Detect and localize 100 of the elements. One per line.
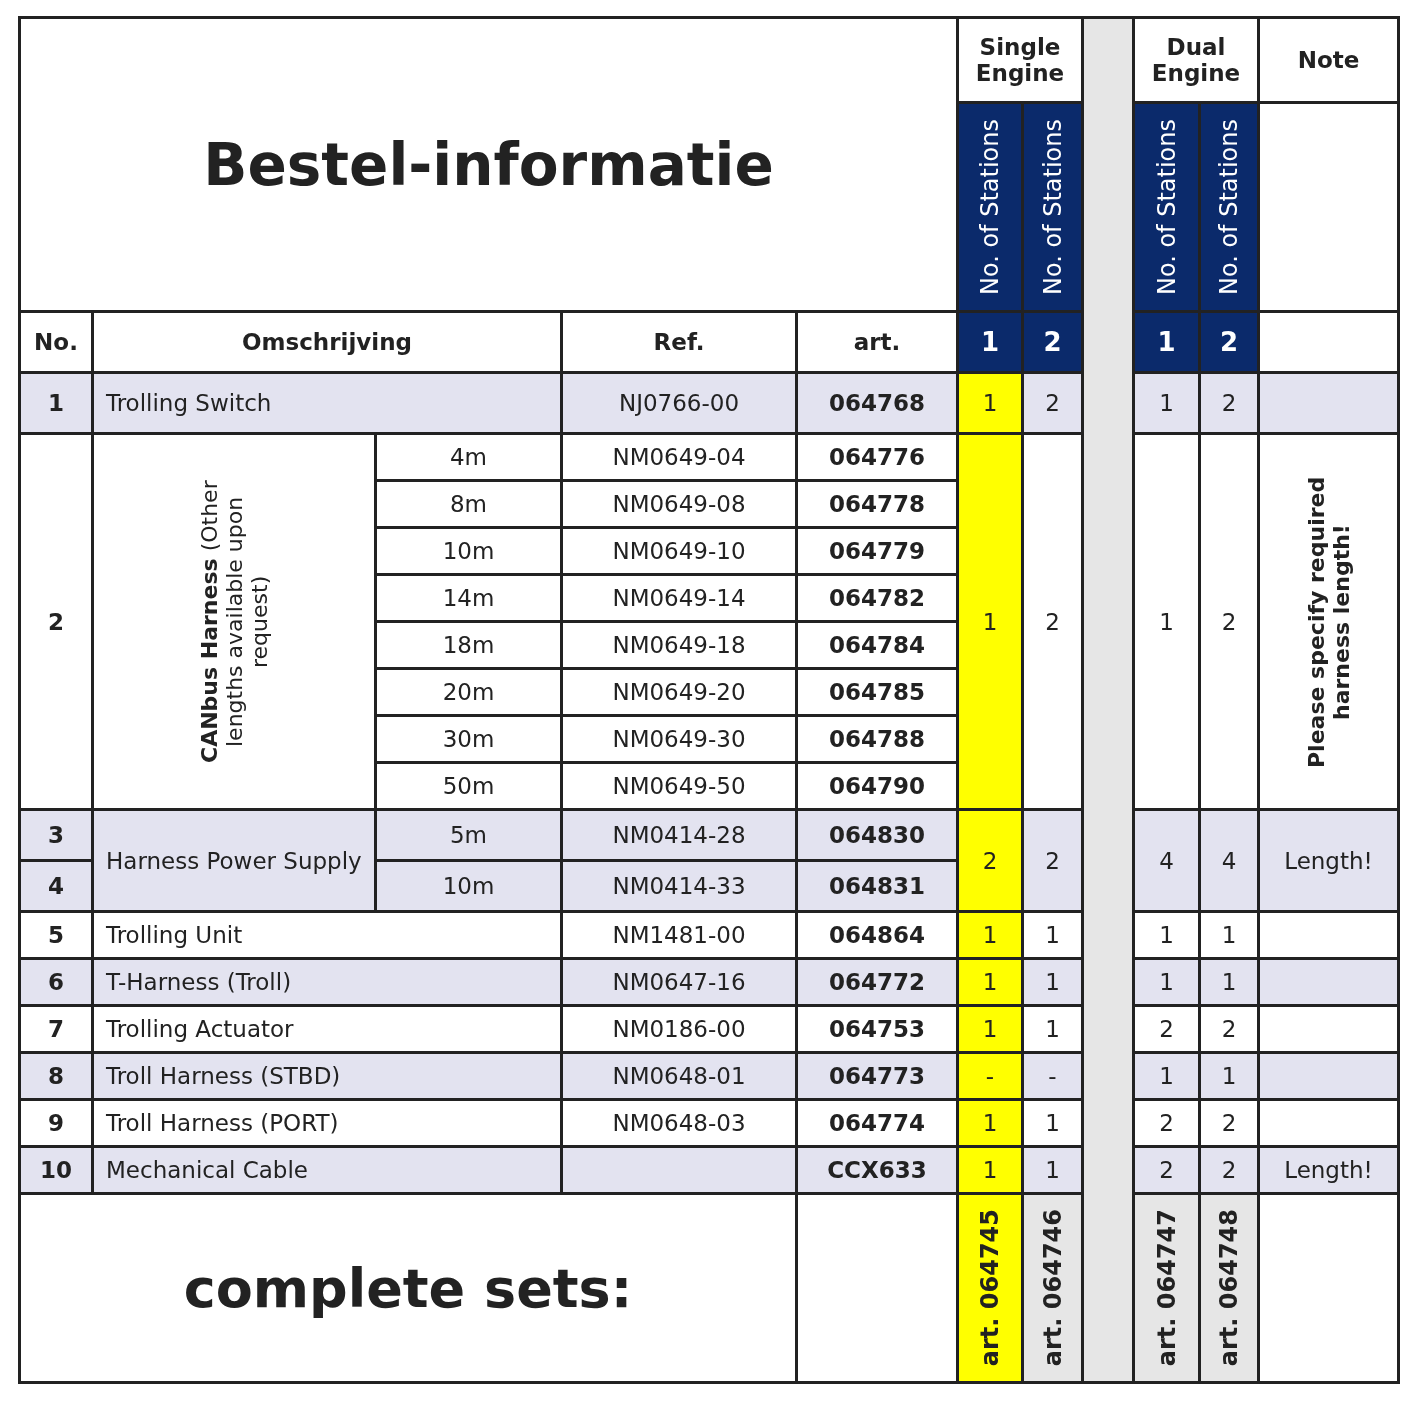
quantity: 1 — [1135, 960, 1198, 1004]
cable-length: 14m — [377, 576, 560, 620]
cable-length: 10m — [377, 862, 560, 910]
quantity: 1 — [1201, 913, 1257, 957]
article-number: 064830 — [798, 811, 956, 859]
quantity: 1 — [959, 1148, 1021, 1192]
reference-code: NJ0766-00 — [563, 374, 795, 432]
cable-length: 20m — [377, 670, 560, 714]
reference-code: NM0649-18 — [563, 623, 795, 667]
article-number: 064779 — [798, 529, 956, 573]
article-number: 064864 — [798, 913, 956, 957]
row-number: 3 — [21, 811, 91, 859]
reference-code: NM0649-14 — [563, 576, 795, 620]
row-number: 6 — [21, 960, 91, 1004]
column-header: art. — [798, 313, 956, 371]
column-header: Single Engine — [959, 19, 1081, 101]
quantity: 2 — [959, 811, 1021, 910]
reference-code: NM0414-33 — [563, 862, 795, 910]
quantity: 2 — [1201, 1148, 1257, 1192]
column-header: No. of Stations — [1215, 118, 1243, 296]
row-number: 9 — [21, 1101, 91, 1145]
quantity: - — [959, 1054, 1021, 1098]
quantity: 1 — [1024, 1007, 1081, 1051]
quantity: 2 — [1201, 374, 1257, 432]
reference-code: NM0648-01 — [563, 1054, 795, 1098]
article-number: 064772 — [798, 960, 956, 1004]
row-number: 8 — [21, 1054, 91, 1098]
article-number: 064774 — [798, 1101, 956, 1145]
quantity: 1 — [1201, 960, 1257, 1004]
row-number: 4 — [21, 862, 91, 910]
reference-code: NM0649-50 — [563, 764, 795, 808]
article-number: 064773 — [798, 1054, 956, 1098]
column-header: Dual Engine — [1135, 19, 1257, 101]
item-description: Harness Power Supply — [94, 811, 374, 910]
item-description: Trolling Switch — [94, 374, 560, 432]
reference-code: NM0648-03 — [563, 1101, 795, 1145]
set-article-number: art. 064745 — [976, 1209, 1004, 1367]
column-header: Note — [1260, 19, 1397, 101]
quantity: 2 — [1201, 1007, 1257, 1051]
item-description: T-Harness (Troll) — [94, 960, 560, 1004]
reference-code: NM0647-16 — [563, 960, 795, 1004]
quantity: 1 — [959, 374, 1021, 432]
set-article-number: art. 064746 — [1038, 1209, 1067, 1367]
column-header: No. of Stations — [1038, 118, 1067, 296]
note-text: Length! — [1260, 1148, 1397, 1192]
column-header: 1 — [1135, 313, 1198, 371]
quantity: 1 — [959, 1007, 1021, 1051]
article-number: 064788 — [798, 717, 956, 761]
reference-code: NM0649-08 — [563, 482, 795, 526]
quantity: 4 — [1201, 811, 1257, 910]
cable-length: 10m — [377, 529, 560, 573]
reference-code: NM0414-28 — [563, 811, 795, 859]
quantity: 2 — [1024, 435, 1081, 808]
quantity: 1 — [959, 913, 1021, 957]
column-header: No. of Stations — [976, 118, 1004, 296]
cable-length: 50m — [377, 764, 560, 808]
reference-code: NM1481-00 — [563, 913, 795, 957]
quantity: 1 — [959, 960, 1021, 1004]
article-number: 064784 — [798, 623, 956, 667]
item-description: Trolling Actuator — [94, 1007, 560, 1051]
reference-code: NM0649-10 — [563, 529, 795, 573]
footer-heading: complete sets: — [21, 1195, 795, 1381]
item-description: Mechanical Cable — [94, 1148, 560, 1192]
reference-code: NM0649-30 — [563, 717, 795, 761]
article-number: 064778 — [798, 482, 956, 526]
quantity: 1 — [1024, 1101, 1081, 1145]
reference-code: NM0649-20 — [563, 670, 795, 714]
cable-length: 4m — [377, 435, 560, 479]
article-number: 064776 — [798, 435, 956, 479]
column-header: 2 — [1024, 313, 1081, 371]
column-header: Ref. — [563, 313, 795, 371]
row-number: 2 — [21, 435, 91, 808]
quantity: 1 — [959, 1101, 1021, 1145]
quantity: 1 — [959, 435, 1021, 808]
row-number: 7 — [21, 1007, 91, 1051]
quantity: 2 — [1201, 1101, 1257, 1145]
column-header: No. — [21, 313, 91, 371]
cable-length: 8m — [377, 482, 560, 526]
quantity: 2 — [1201, 435, 1257, 808]
quantity: 2 — [1135, 1101, 1198, 1145]
reference-code: NM0186-00 — [563, 1007, 795, 1051]
note-text: Please specify required harness length! — [1303, 474, 1354, 770]
row-number: 1 — [21, 374, 91, 432]
title: Bestel-informatie — [21, 19, 956, 310]
quantity: - — [1024, 1054, 1081, 1098]
quantity: 4 — [1135, 811, 1198, 910]
set-article-number: art. 064748 — [1215, 1209, 1243, 1367]
quantity: 1 — [1135, 913, 1198, 957]
item-description: Troll Harness (PORT) — [94, 1101, 560, 1145]
article-number: 064790 — [798, 764, 956, 808]
quantity: 2 — [1135, 1148, 1198, 1192]
article-number: CCX633 — [798, 1148, 956, 1192]
quantity: 2 — [1135, 1007, 1198, 1051]
row-number: 5 — [21, 913, 91, 957]
quantity: 1 — [1201, 1054, 1257, 1098]
column-header: Omschrijving — [94, 313, 560, 371]
quantity: 1 — [1024, 960, 1081, 1004]
set-article-number: art. 064747 — [1152, 1209, 1181, 1367]
quantity: 2 — [1024, 811, 1081, 910]
row-number: 10 — [21, 1148, 91, 1192]
